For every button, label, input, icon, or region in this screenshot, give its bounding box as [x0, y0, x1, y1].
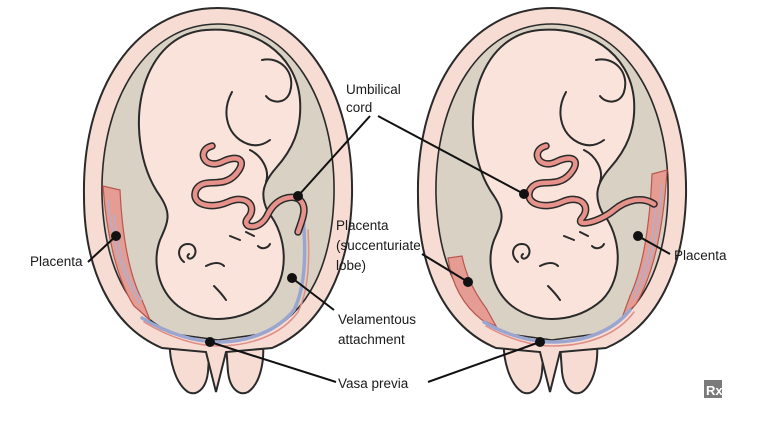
label-umbilical-line1: Umbilical	[346, 82, 401, 97]
leader-velamentous	[291, 277, 335, 311]
dot-succenturiate	[463, 277, 473, 287]
left-uterus-figure	[82, 6, 354, 395]
label-succ-line1: Placenta	[336, 218, 389, 233]
left-placenta-vessel	[107, 199, 143, 305]
label-placenta-right: Placenta	[674, 248, 727, 263]
label-succ-line2: (succenturiate	[336, 238, 421, 253]
label-velamentous-line2: attachment	[338, 332, 405, 347]
label-velamentous-line1: Velamentous	[338, 312, 416, 327]
leader-succenturiate	[421, 253, 469, 283]
right-fetus-ear	[512, 242, 531, 263]
right-membrane-artery	[485, 311, 635, 347]
leader-lines	[87, 115, 671, 383]
label-umbilical-line2: cord	[346, 100, 372, 115]
label-vasa-previa: Vasa previa	[338, 376, 409, 391]
leader-vasa-left	[209, 341, 337, 383]
leader-umbilical-left	[297, 115, 371, 197]
dot-umbilical-left	[293, 191, 303, 201]
rx-logo-text: Rx	[706, 383, 723, 398]
labels: Umbilical cord Placenta Placenta Placent…	[30, 82, 727, 391]
leader-placenta-left	[87, 235, 117, 263]
succenturiate-lobe	[447, 255, 498, 328]
rx-logo: Rx	[704, 380, 723, 398]
dot-vasa-left	[205, 337, 215, 347]
left-umbilical-cord-inner	[192, 143, 307, 235]
dot-placenta-left	[111, 231, 121, 241]
right-umbilical-cord-inner	[526, 143, 657, 226]
right-membrane-vessels	[482, 308, 632, 344]
dot-placenta-right	[633, 231, 643, 241]
label-succ-line3: lobe)	[336, 258, 366, 273]
leader-umbilical-right	[377, 115, 525, 195]
leader-vasa-right	[427, 341, 541, 383]
leader-placenta-right	[637, 235, 671, 255]
left-membrane-artery	[143, 229, 310, 347]
label-placenta-left: Placenta	[30, 254, 83, 269]
right-fetus-limbs	[559, 58, 627, 183]
dot-vasa-right	[535, 337, 545, 347]
left-fetus-limbs	[225, 58, 293, 183]
dot-umbilical-right	[519, 189, 529, 199]
rx-logo-box	[704, 380, 722, 398]
left-fetus-ear	[178, 242, 197, 263]
dot-velamentous	[287, 273, 297, 283]
right-fetus-face	[539, 231, 605, 301]
left-fetus-face	[205, 231, 271, 301]
right-uterus-figure	[416, 6, 688, 395]
